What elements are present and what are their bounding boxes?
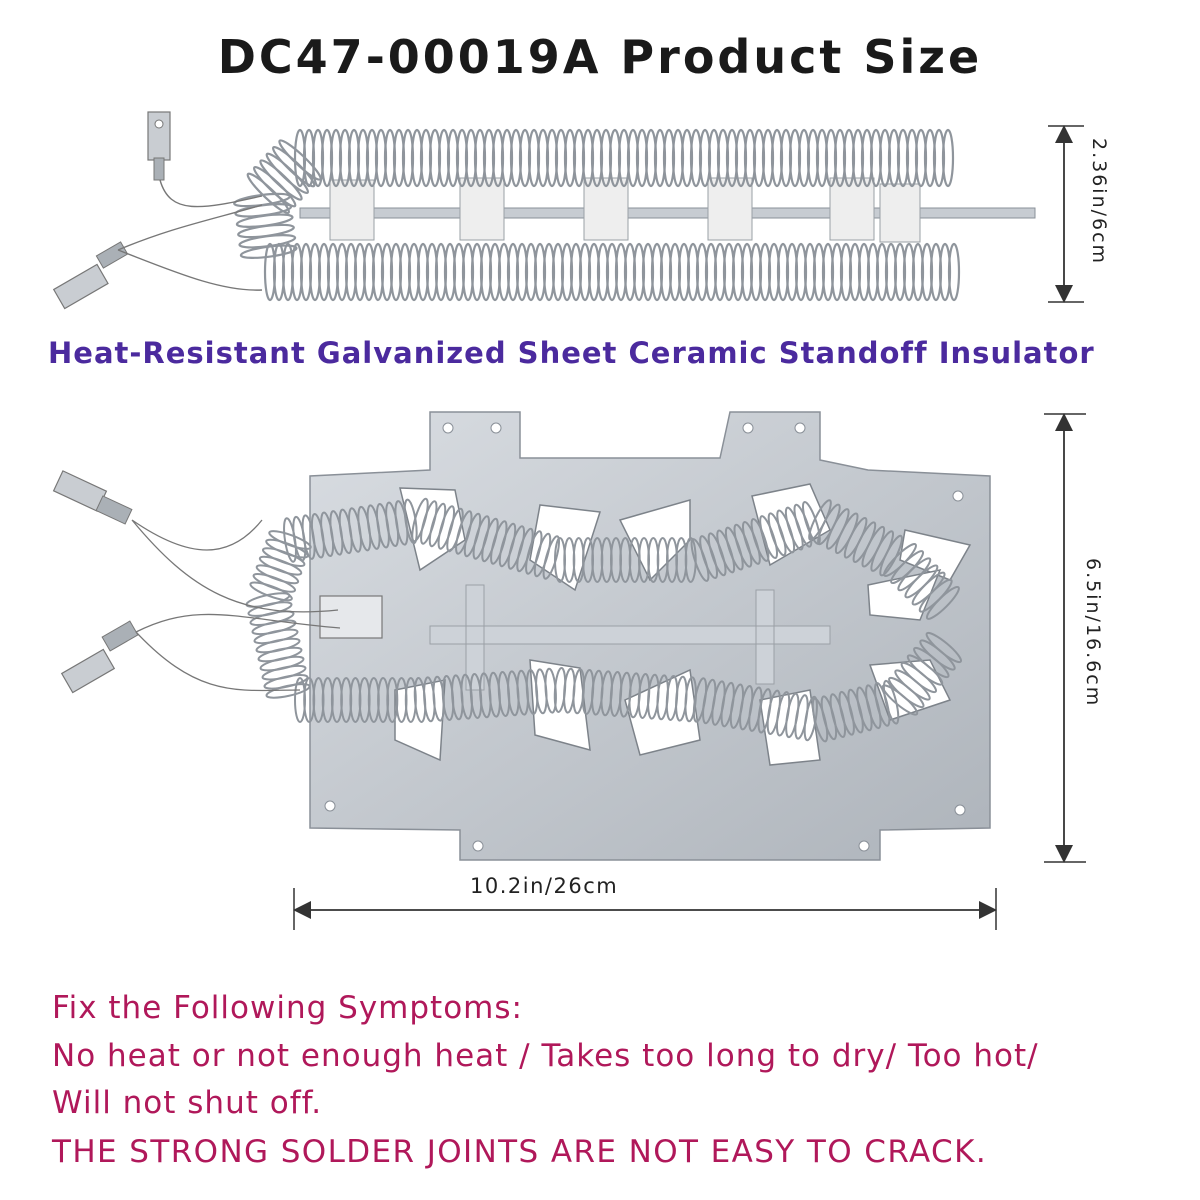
bottom-width-label: 10.2in/26cm xyxy=(470,874,619,898)
symptoms-line-2: Will not shut off. xyxy=(52,1085,323,1121)
bottom-view-cutouts xyxy=(394,483,972,766)
bottom-view-lead-wires xyxy=(131,519,341,692)
bottom-width-dimension xyxy=(293,888,997,930)
symptoms-line-1: No heat or not enough heat / Takes too l… xyxy=(52,1038,1039,1074)
bottom-view-terminal-block xyxy=(319,595,383,639)
heating-element-illustration xyxy=(52,111,1086,930)
symptoms-heading: Fix the Following Symptoms: xyxy=(52,990,523,1026)
material-caption: Heat-Resistant Galvanized Sheet Ceramic … xyxy=(48,336,1095,370)
top-view-ceramic-standoffs xyxy=(329,177,921,243)
top-view-coil-lower xyxy=(263,242,961,302)
bottom-height-dimension xyxy=(1044,413,1086,863)
bottom-view-element xyxy=(52,411,991,861)
bottom-view-mounting-holes xyxy=(324,422,966,852)
bottom-view-center-rib xyxy=(429,584,831,691)
top-view-coil-upper xyxy=(293,128,955,188)
top-view-lead-wires xyxy=(117,179,263,291)
page-title: DC47-00019A Product Size xyxy=(217,30,983,84)
bottom-view-terminal-upper xyxy=(52,470,133,525)
bottom-view-terminal-lower xyxy=(60,620,139,694)
top-view-sheet xyxy=(299,207,1036,219)
top-height-label: 2.36in/6cm xyxy=(1088,138,1110,266)
bottom-height-label: 6.5in/16.6cm xyxy=(1082,558,1104,708)
top-view-element xyxy=(52,111,1036,310)
bottom-view-coil-upper xyxy=(283,497,960,620)
top-view-terminal-upper xyxy=(147,111,171,181)
solder-joints-note: THE STRONG SOLDER JOINTS ARE NOT EASY TO… xyxy=(52,1134,988,1170)
bottom-view-coil-end xyxy=(245,530,312,699)
bottom-view-coil-lower xyxy=(294,631,963,743)
top-height-dimension xyxy=(1048,125,1084,303)
top-view-terminal-lower xyxy=(52,241,129,310)
top-view-coil-end xyxy=(233,139,322,259)
